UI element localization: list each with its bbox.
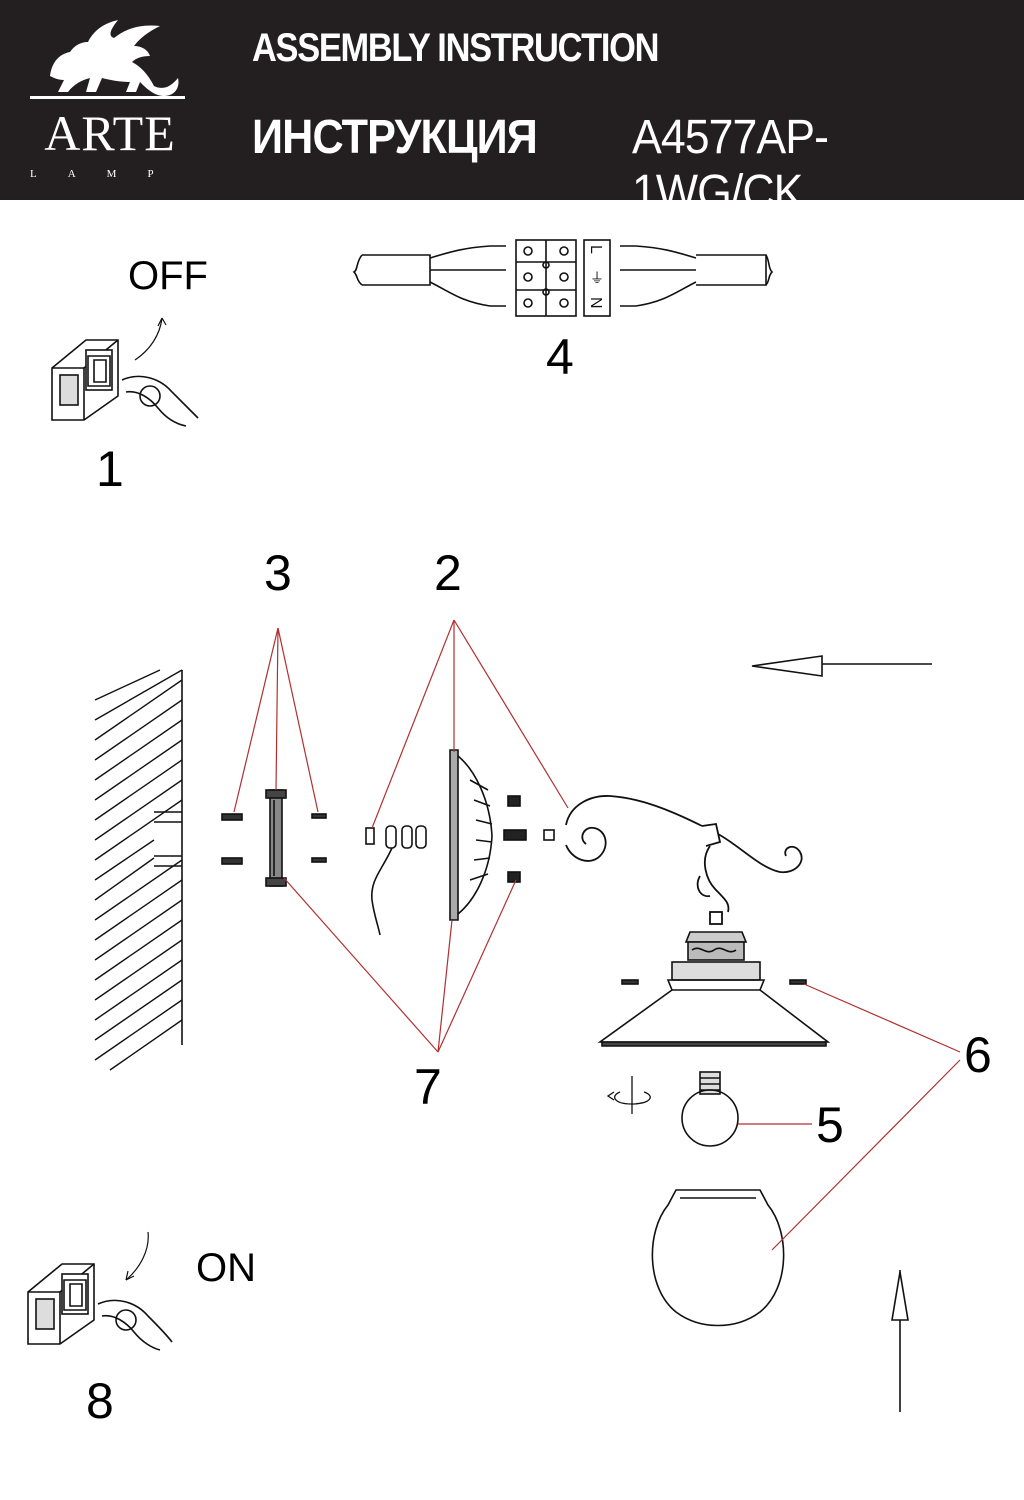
step-number-4: 4 [546, 329, 574, 385]
header-banner: ARTE LAMP ASSEMBLY INSTRUCTION ИНСТРУКЦИ… [0, 0, 1024, 219]
griffin-logo-icon [30, 20, 185, 99]
light-bulb-icon [681, 1071, 739, 1147]
switch-on-label: ON [196, 1246, 256, 1290]
step-number-1: 1 [96, 441, 124, 497]
canopy-icon [449, 749, 493, 921]
terminal-label-l: L [587, 245, 604, 254]
title-english: ASSEMBLY INSTRUCTION [252, 26, 659, 70]
lamp-shade-icon [597, 931, 831, 1047]
direction-arrow-left-icon [751, 655, 932, 677]
step-number-3: 3 [264, 545, 292, 601]
brand-subtitle: LAMP [30, 168, 185, 180]
terminal-label-earth: ⏚ [590, 270, 604, 286]
terminal-label-n: N [587, 297, 604, 309]
wall-anchors-icon [221, 813, 327, 865]
wiring-terminal-diagram [352, 239, 774, 317]
step-number-2: 2 [434, 545, 462, 601]
step-number-5: 5 [816, 1097, 844, 1153]
wall-switch-off-icon [51, 317, 199, 427]
direction-arrow-up-icon [891, 1270, 909, 1412]
brand-name: ARTE [44, 105, 176, 161]
step-number-6: 6 [964, 1027, 992, 1083]
leader-lines [233, 619, 961, 1251]
wall-switch-on-icon [27, 1231, 173, 1351]
terminal-block-icon [365, 825, 427, 936]
glass-globe-icon [651, 1189, 785, 1327]
lamp-arm-icon [565, 795, 803, 925]
rotate-arrow-icon [606, 1076, 651, 1114]
mounting-bracket-icon [265, 789, 287, 887]
step-number-7: 7 [414, 1059, 442, 1115]
title-russian: ИНСТРУКЦИЯ [252, 111, 538, 164]
fixing-nuts-icon [503, 795, 555, 883]
model-number: A4577AP-1WG/CK [632, 111, 829, 219]
switch-off-label: OFF [128, 254, 208, 298]
step-number-8: 8 [86, 1373, 114, 1429]
wall-hatching [94, 669, 183, 1071]
